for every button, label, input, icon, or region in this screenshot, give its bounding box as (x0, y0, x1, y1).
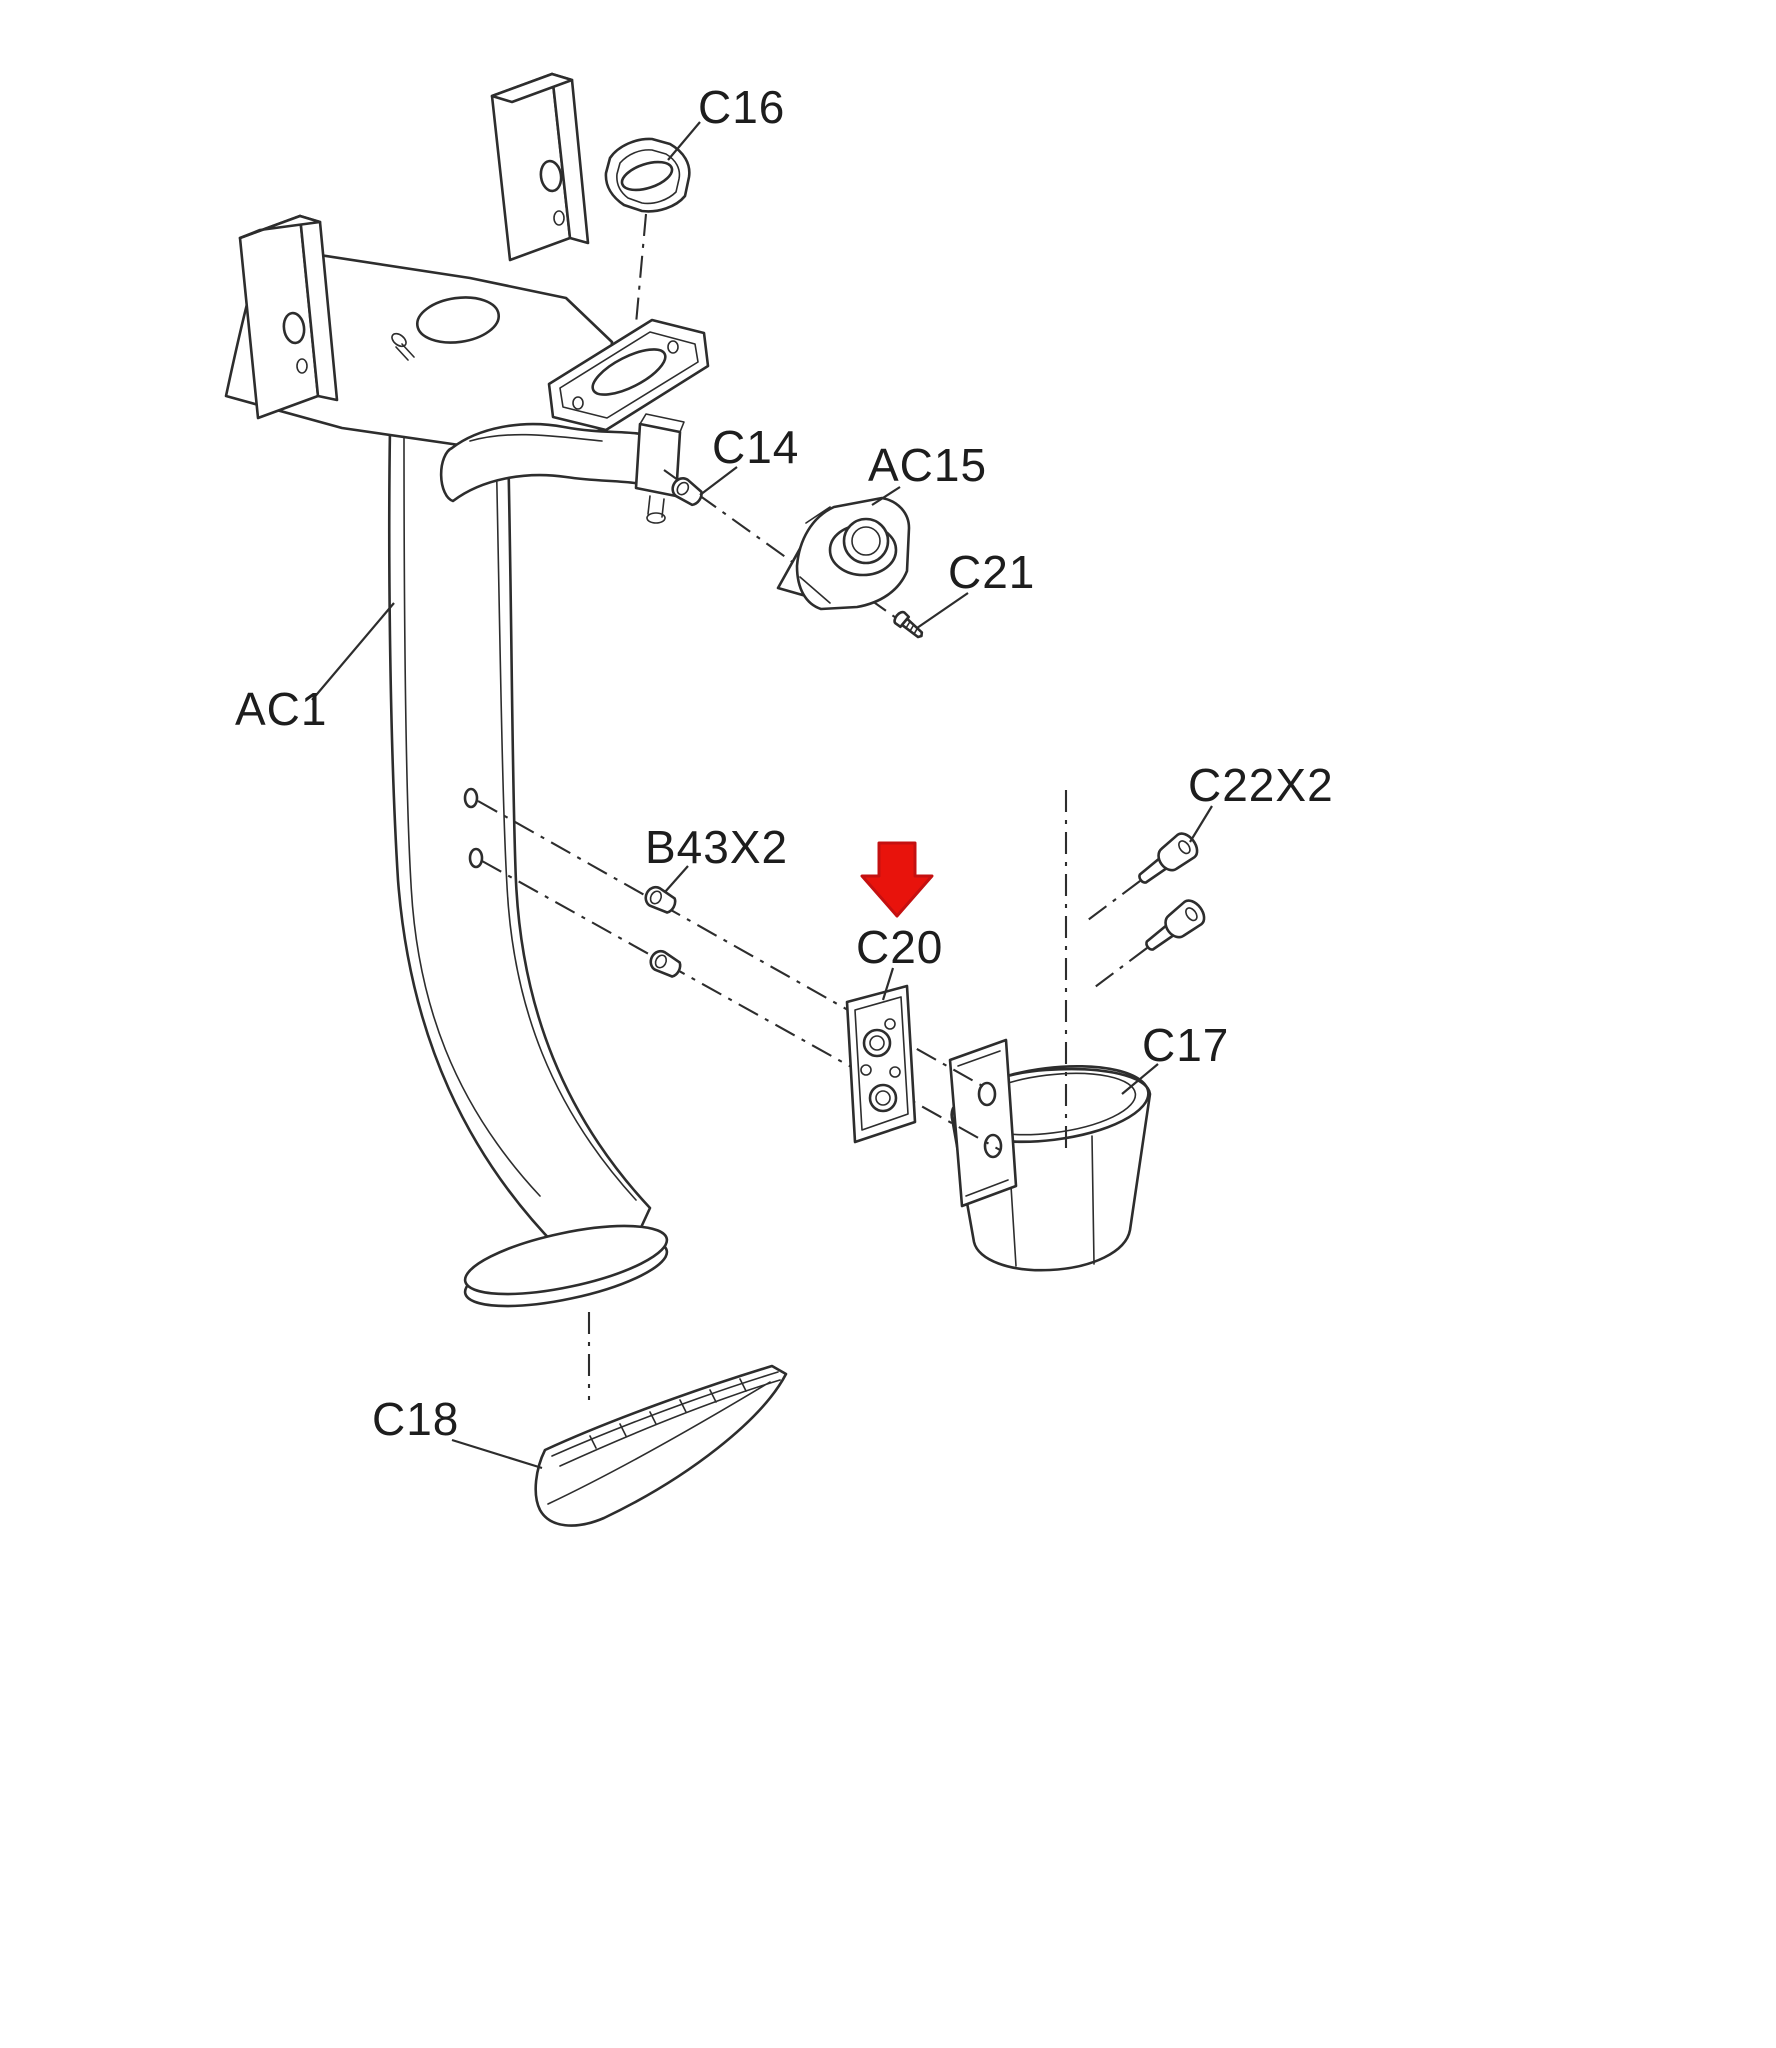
part-label-ac15: AC15 (868, 439, 988, 491)
part-label-c20: C20 (856, 921, 944, 973)
plate-screw-detail (391, 332, 415, 361)
spacer-b43-pair (641, 882, 685, 982)
left-upright-tube (238, 214, 339, 420)
part-label-c17: C17 (1142, 1019, 1230, 1071)
part-label-ac1: AC1 (235, 683, 328, 735)
clip-bracket-c16 (604, 137, 691, 213)
main-post-ac1 (387, 426, 652, 1258)
console-pod-ac15 (776, 496, 911, 611)
screw-c22-pair (1131, 828, 1210, 960)
mount-plate-c20 (845, 984, 917, 1144)
part-label-b43x2: B43X2 (645, 821, 789, 873)
console-bracket (547, 318, 710, 432)
label-leader-lines (311, 121, 1213, 1470)
cup-holder-c17 (948, 1038, 1152, 1272)
part-label-c22x2: C22X2 (1188, 759, 1334, 811)
post-bottom-flange (463, 1224, 669, 1308)
cup-holder-bracket (948, 1038, 1018, 1208)
part-label-c18: C18 (372, 1393, 460, 1445)
part-label-c21: C21 (948, 546, 1036, 598)
handle-tube (439, 413, 685, 524)
highlight-arrow-icon (860, 841, 934, 918)
right-upright-tube (490, 72, 590, 262)
part-label-c16: C16 (698, 81, 786, 133)
part-label-c14: C14 (712, 421, 800, 473)
base-foot-c18 (534, 1364, 788, 1527)
